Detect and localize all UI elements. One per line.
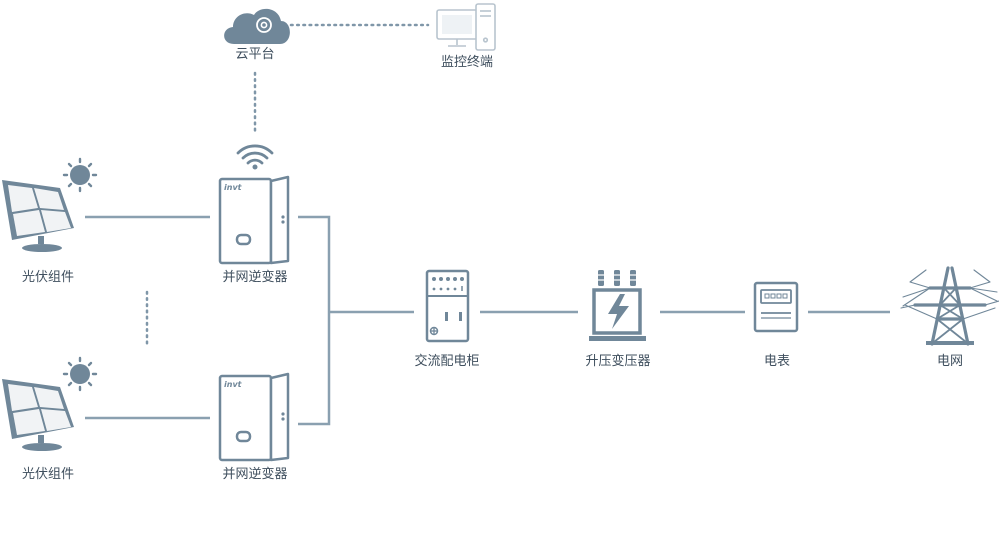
label-inverter-bottom: 并网逆变器 — [222, 467, 288, 482]
solar-panel-icon — [2, 379, 74, 451]
label-monitor-terminal: 监控终端 — [440, 55, 494, 70]
distribution-cabinet-icon — [425, 269, 470, 343]
transformer-icon — [589, 270, 646, 341]
label-ac-cabinet: 交流配电柜 — [414, 354, 480, 369]
sun-icon — [62, 356, 98, 392]
sun-icon — [62, 157, 98, 193]
transmission-tower-icon — [900, 266, 999, 346]
wifi-icon — [236, 144, 274, 170]
inverter-brand-logo: invt — [224, 380, 243, 389]
label-pv-module-top: 光伏组件 — [21, 270, 75, 285]
desktop-computer-icon — [436, 3, 496, 51]
label-meter: 电表 — [763, 354, 791, 369]
cloud-at-icon — [224, 8, 290, 44]
label-pv-module-bottom: 光伏组件 — [21, 467, 75, 482]
wiring — [85, 215, 890, 426]
solar-panel-icon — [2, 180, 74, 252]
inverter-icon: invt — [218, 372, 290, 462]
wire-inverter-bus — [298, 215, 331, 426]
label-grid: 电网 — [936, 354, 964, 369]
inverter-icon: invt — [218, 175, 290, 265]
label-transformer: 升压变压器 — [585, 354, 651, 369]
inverter-brand-logo: invt — [224, 183, 243, 192]
label-inverter-top: 并网逆变器 — [222, 270, 288, 285]
communication-links — [145, 23, 430, 348]
label-cloud-platform: 云平台 — [235, 47, 275, 62]
electric-meter-icon — [753, 281, 799, 333]
